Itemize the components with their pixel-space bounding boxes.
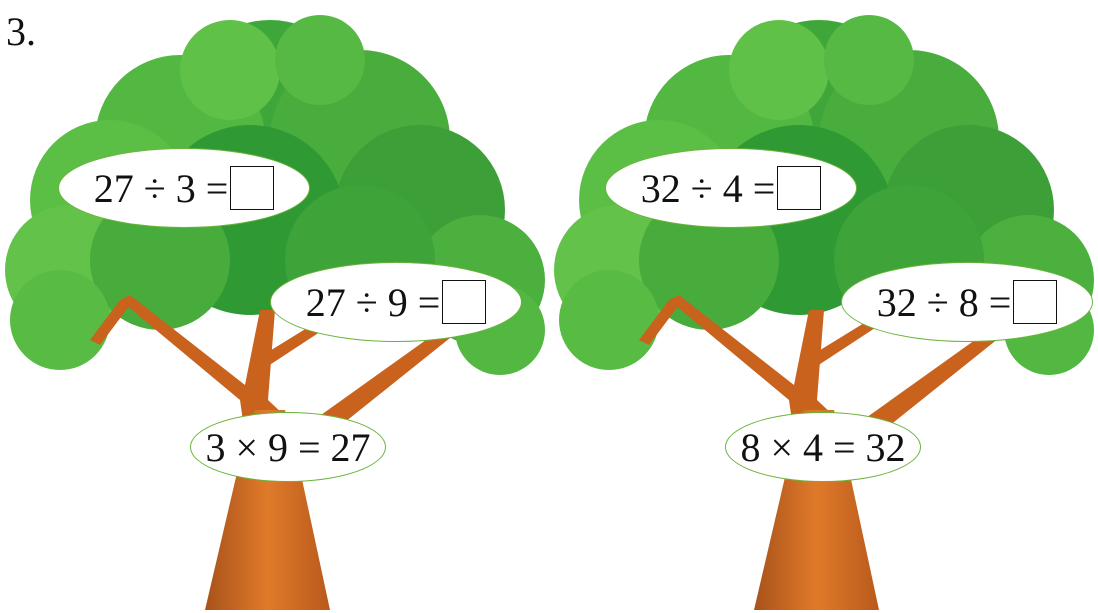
- equation-text: 32 ÷ 8 =: [876, 279, 1012, 325]
- answer-box[interactable]: [442, 280, 487, 324]
- tree-2: 32 ÷ 4 = 32 ÷ 8 = 8 × 4 = 32: [549, 0, 1098, 613]
- question-number: 3.: [6, 9, 36, 54]
- answer-box[interactable]: [1013, 280, 1058, 324]
- answer-box[interactable]: [777, 166, 822, 210]
- canopy: [5, 15, 545, 375]
- tree-1: 27 ÷ 3 = 27 ÷ 9 = 3 × 9 = 27: [5, 15, 545, 610]
- equation-oval-bottom: 3 × 9 = 27: [190, 412, 386, 482]
- equation-oval-bottom: 8 × 4 = 32: [725, 412, 921, 482]
- equation-text: 32 ÷ 4 =: [640, 165, 776, 211]
- equation-oval-middle: 27 ÷ 9 =: [270, 262, 522, 342]
- equation-text: 3 × 9 = 27: [205, 424, 371, 470]
- tree-illustration: [5, 15, 545, 610]
- equation-oval-middle: 32 ÷ 8 =: [841, 262, 1093, 342]
- equation-text: 8 × 4 = 32: [740, 424, 906, 470]
- equation-oval-top: 32 ÷ 4 =: [605, 148, 857, 228]
- equation-oval-top: 27 ÷ 3 =: [58, 148, 310, 228]
- equation-text: 27 ÷ 3 =: [93, 165, 229, 211]
- equation-text: 27 ÷ 9 =: [305, 279, 441, 325]
- answer-box[interactable]: [230, 166, 275, 210]
